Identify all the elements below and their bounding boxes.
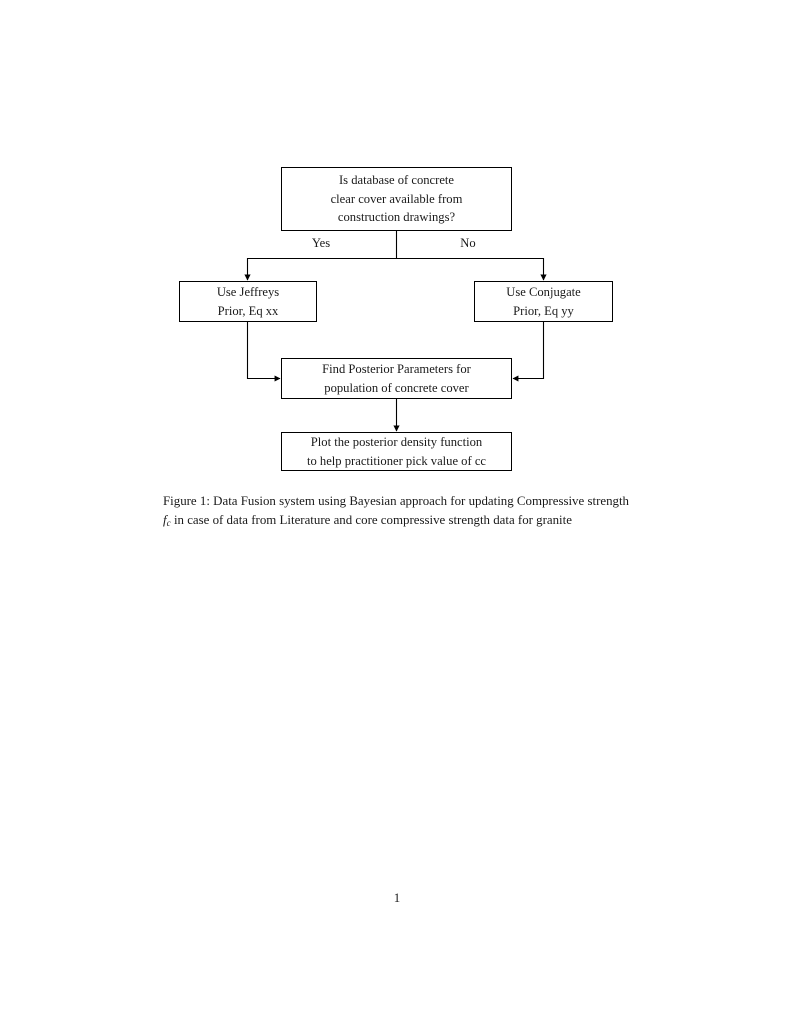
- flow-node-jeffreys-prior: Use Jeffreys Prior, Eq xx: [179, 281, 317, 322]
- arrow-conjugate-to-posterior: [512, 322, 545, 382]
- figure-caption-text-after: in case of data from Literature and core…: [170, 513, 572, 528]
- flow-node-conjugate-prior: Use Conjugate Prior, Eq yy: [474, 281, 613, 322]
- flow-node-plot-line1: Plot the posterior density function: [310, 435, 483, 449]
- figure-caption-label: Figure 1:: [163, 494, 210, 508]
- flow-node-jeffreys-line2: Prior, Eq xx: [217, 303, 279, 318]
- flow-node-find-posterior: Find Posterior Parameters for population…: [281, 358, 512, 399]
- branch-label-no: No: [460, 236, 476, 250]
- flow-node-posterior-line2: population of concrete cover: [324, 380, 469, 395]
- math-subscript: c: [166, 519, 171, 530]
- flow-node-question-line3: construction drawings?: [337, 210, 456, 225]
- figure-flowchart: Is database of concrete clear cover avai…: [0, 0, 794, 500]
- flow-node-conjugate-line1: Use Conjugate: [506, 285, 581, 299]
- flow-node-conjugate-line2: Prior, Eq yy: [513, 303, 574, 318]
- flow-node-plot-line2: to help practitioner pick value of cc: [306, 453, 487, 468]
- branch-label-yes: Yes: [311, 236, 331, 250]
- flow-node-posterior-line1: Find Posterior Parameters for: [322, 362, 471, 376]
- flow-node-question: Is database of concrete clear cover avai…: [281, 167, 512, 231]
- flowchart-connectors: [244, 231, 547, 432]
- figure-caption-text-before: Data Fusion system using Bayesian approa…: [209, 494, 629, 508]
- arrow-jeffreys-to-posterior: [246, 322, 281, 382]
- flow-node-question-line1: Is database of concrete: [338, 173, 455, 188]
- flow-node-question-line2: clear cover available from: [330, 191, 463, 206]
- page-number: 1: [393, 891, 401, 905]
- flow-node-plot-density: Plot the posterior density function to h…: [281, 432, 512, 471]
- figure-caption: Figure 1: Data Fusion system using Bayes…: [163, 492, 629, 534]
- math-base: f: [163, 513, 167, 528]
- flow-node-jeffreys-line1: Use Jeffreys: [216, 285, 280, 299]
- figure-caption-math-symbol: fc: [163, 513, 171, 530]
